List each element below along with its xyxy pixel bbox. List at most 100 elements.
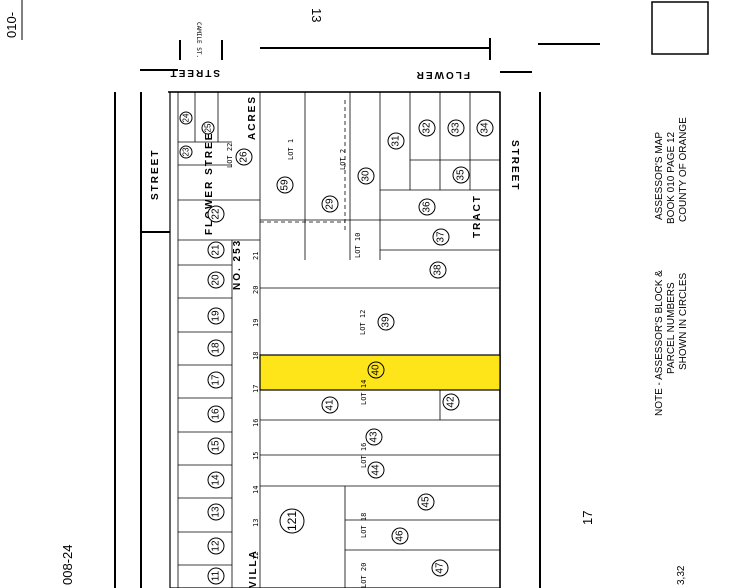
parcel-21: 21 xyxy=(207,241,225,259)
parcel-circle-38 xyxy=(429,261,447,279)
parcel-30: 30 xyxy=(357,167,375,185)
parcel-number-13: 13 xyxy=(211,506,222,518)
parcel-number-31: 31 xyxy=(391,135,402,147)
parcel-20: 20 xyxy=(207,271,225,289)
bottom-left-reference: 008-24 xyxy=(60,545,75,585)
parcel-45: 45 xyxy=(417,493,435,511)
parcel-number-38: 38 xyxy=(433,264,444,276)
parcel-number-121: 121 xyxy=(285,511,299,531)
parcel-circle-44 xyxy=(367,461,385,479)
parcel-59: 59 xyxy=(276,176,294,194)
parcel-number-41: 41 xyxy=(325,399,336,411)
parcel-circle-25 xyxy=(201,121,215,135)
parcel-circle-36 xyxy=(418,198,436,216)
corner-fragment: 3,32 xyxy=(676,565,687,585)
parcel-circle-13 xyxy=(207,503,225,521)
tract-no-253: NO. 253 xyxy=(232,239,243,290)
parcel-circle-15 xyxy=(207,437,225,455)
lot-14-label: LOT 14 xyxy=(360,380,368,405)
parcel-26: 26 xyxy=(235,148,253,166)
parcel-13: 13 xyxy=(207,503,225,521)
left-street-label: STREET xyxy=(150,149,161,200)
svg-text:14: 14 xyxy=(252,486,260,494)
svg-text:15: 15 xyxy=(252,452,260,460)
parcel-number-23: 23 xyxy=(182,147,191,156)
parcel-circle-30 xyxy=(357,167,375,185)
parcel-number-22: 22 xyxy=(211,208,222,220)
block-13-label: 13 xyxy=(309,8,324,22)
parcel-44: 44 xyxy=(367,461,385,479)
parcel-33: 33 xyxy=(447,119,465,137)
parcel-circle-17 xyxy=(207,371,225,389)
parcel-circle-24 xyxy=(179,111,193,125)
svg-text:21: 21 xyxy=(252,252,260,260)
parcel-22: 22 xyxy=(207,205,225,223)
parcel-circle-43 xyxy=(365,428,383,446)
parcel-18: 18 xyxy=(207,339,225,357)
parcel-number-37: 37 xyxy=(436,231,447,243)
parcel-29: 29 xyxy=(321,195,339,213)
parcel-34: 34 xyxy=(476,119,494,137)
camile-st-label: CAMILE ST. xyxy=(195,22,202,58)
parcel-circle-59 xyxy=(276,176,294,194)
parcel-42: 42 xyxy=(442,393,460,411)
parcel-number-32: 32 xyxy=(422,122,433,134)
parcel-number-30: 30 xyxy=(361,170,372,182)
parcel-circle-18 xyxy=(207,339,225,357)
lot-2-label: LOT 2 xyxy=(339,149,347,170)
parcel-number-20: 20 xyxy=(211,274,222,286)
parcel-number-40: 40 xyxy=(371,364,382,376)
parcel-number-44: 44 xyxy=(371,464,382,476)
parcel-12: 12 xyxy=(207,537,225,555)
svg-text:20: 20 xyxy=(252,286,260,294)
parcel-circle-12 xyxy=(207,537,225,555)
map-title-line-3: COUNTY OF ORANGE xyxy=(678,117,689,222)
parcel-number-45: 45 xyxy=(421,496,432,508)
parcel-number-25: 25 xyxy=(204,123,213,132)
right-street-label: STREET xyxy=(509,140,520,191)
parcel-number-29: 29 xyxy=(325,198,336,210)
svg-text:17: 17 xyxy=(252,385,260,393)
frontage-numbers: 21 20 19 18 17 16 15 14 13 12 xyxy=(252,252,260,560)
parcel-number-34: 34 xyxy=(480,122,491,134)
parcel-circle-46 xyxy=(391,527,409,545)
villa-label: VILLA xyxy=(248,549,259,588)
svg-text:13: 13 xyxy=(252,519,260,527)
parcel-25: 25 xyxy=(201,121,215,135)
parcel-number-14: 14 xyxy=(211,474,222,486)
parcel-number-24: 24 xyxy=(182,113,191,122)
parcel-circle-47 xyxy=(431,559,449,577)
parcel-number-16: 16 xyxy=(211,408,222,420)
parcel-number-59: 59 xyxy=(280,179,291,191)
flower-st-top-street: STREET xyxy=(169,67,220,78)
svg-text:12: 12 xyxy=(252,552,260,560)
parcel-number-46: 46 xyxy=(395,530,406,542)
parcel-number-47: 47 xyxy=(435,562,446,574)
tract-flower-street: FLOWER STREET xyxy=(204,123,215,235)
svg-text:18: 18 xyxy=(252,352,260,360)
note-line-1: NOTE - ASSESSOR'S BLOCK & xyxy=(654,270,665,416)
parcel-31: 31 xyxy=(387,132,405,150)
parcel-circle-20 xyxy=(207,271,225,289)
parcel-36: 36 xyxy=(418,198,436,216)
parcel-121: 121 xyxy=(279,508,305,534)
parcel-circle-23 xyxy=(179,145,193,159)
tract-acres: ACRES xyxy=(247,95,258,140)
parcel-37: 37 xyxy=(432,228,450,246)
parcel-circle-21 xyxy=(207,241,225,259)
map-title-line-1: ASSESSOR'S MAP xyxy=(654,132,665,220)
parcel-circle-41 xyxy=(321,396,339,414)
parcel-43: 43 xyxy=(365,428,383,446)
flower-st-top-flower: FLOWER xyxy=(415,69,470,80)
parcel-circle-35 xyxy=(452,166,470,184)
parcel-number-33: 33 xyxy=(451,122,462,134)
svg-text:19: 19 xyxy=(252,319,260,327)
parcel-number-18: 18 xyxy=(211,342,222,354)
parcel-11: 11 xyxy=(207,567,225,585)
parcel-number-36: 36 xyxy=(422,201,433,213)
parcel-number-26: 26 xyxy=(239,151,250,163)
parcel-15: 15 xyxy=(207,437,225,455)
parcel-circle-11 xyxy=(207,567,225,585)
tract-label: TRACT xyxy=(472,194,483,238)
parcel-circle-121 xyxy=(279,508,305,534)
